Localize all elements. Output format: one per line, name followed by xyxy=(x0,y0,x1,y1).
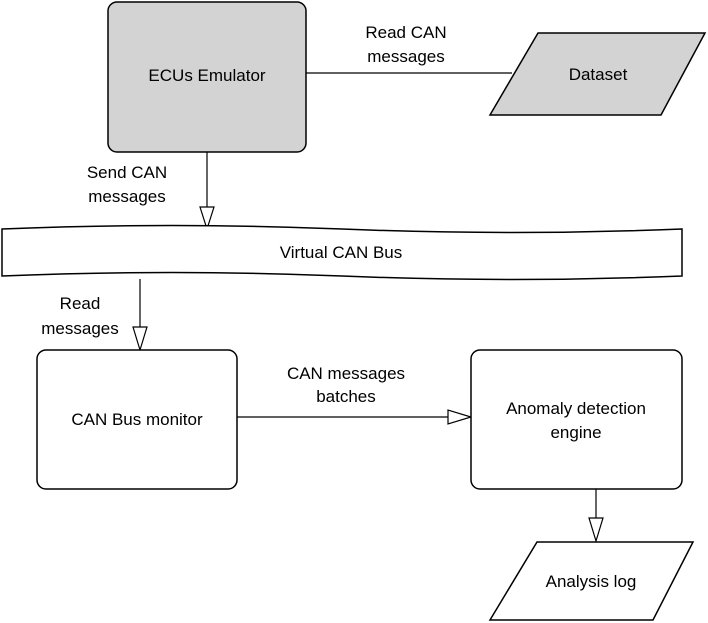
edge-label-read-messages-line1: Read xyxy=(60,294,101,313)
analysis-log-label: Analysis log xyxy=(546,572,637,591)
virtual-can-bus-label: Virtual CAN Bus xyxy=(280,243,403,262)
arrowhead-engine-to-log xyxy=(588,517,604,544)
dataset-node[interactable] xyxy=(488,32,707,116)
ecus-emulator-label: ECUs Emulator xyxy=(148,66,265,85)
virtual-can-bus-node[interactable] xyxy=(1,224,683,281)
anomaly-engine-label-line1: Anomaly detection xyxy=(506,399,646,418)
edge-label-read-messages-line2: messages xyxy=(41,319,118,338)
arrowhead-monitor-to-engine xyxy=(447,409,474,425)
anomaly-engine-label-line2: engine xyxy=(550,423,601,442)
edge-label-batches-line2: batches xyxy=(316,387,376,406)
anomaly-detection-engine-node[interactable] xyxy=(470,349,683,490)
edge-label-send-can-line1: Send CAN xyxy=(87,163,167,182)
analysis-log-node[interactable] xyxy=(488,541,695,621)
arrowhead-bus-to-monitor xyxy=(132,326,148,353)
edge-label-read-can-line2: messages xyxy=(367,47,444,66)
edge-label-read-can-line1: Read CAN xyxy=(365,23,446,42)
edge-label-send-can-line2: messages xyxy=(88,187,165,206)
can-bus-monitor-node[interactable] xyxy=(36,349,238,490)
can-bus-monitor-label: CAN Bus monitor xyxy=(71,410,203,429)
dataset-label: Dataset xyxy=(569,65,628,84)
arrowhead-emulator-to-bus xyxy=(199,206,215,231)
edge-label-batches-line1: CAN messages xyxy=(287,364,405,383)
